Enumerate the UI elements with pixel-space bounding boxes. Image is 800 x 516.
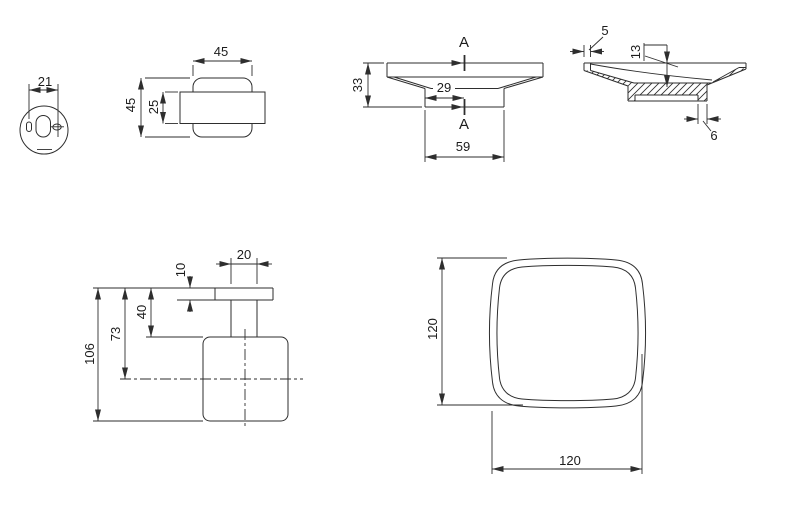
holder-top-outer bbox=[489, 257, 646, 409]
dim-overall-depth: 106 bbox=[82, 288, 101, 421]
flange-left-slot bbox=[26, 121, 32, 132]
dim-label-120-bottom: 120 bbox=[559, 453, 581, 468]
dim-wall-thickness: 6 bbox=[684, 104, 721, 143]
dim-holder-top-height: 120 bbox=[425, 257, 523, 406]
section-hatch-core bbox=[628, 83, 712, 101]
dim-holder-height: 33 bbox=[350, 62, 422, 108]
dim-plate-thickness: 10 bbox=[173, 263, 193, 312]
dim-label-45-left: 45 bbox=[123, 98, 138, 112]
dim-label-6: 6 bbox=[710, 128, 717, 143]
dim-bracket-width: 45 bbox=[192, 44, 253, 76]
section-label-a-bottom: A bbox=[459, 116, 469, 133]
view-bracket-top: 45 45 25 bbox=[123, 44, 266, 138]
section-mark-bottom: A bbox=[446, 99, 469, 133]
section-outline bbox=[583, 62, 747, 102]
dim-holder-top-width: 120 bbox=[491, 354, 643, 474]
dim-label-25: 25 bbox=[146, 100, 161, 114]
dim-label-13: 13 bbox=[628, 45, 643, 59]
flange-outline bbox=[19, 105, 69, 155]
dim-base-width: 59 bbox=[424, 110, 505, 162]
view-holder-top: 120 120 bbox=[425, 257, 646, 474]
dim-label-33: 33 bbox=[350, 78, 365, 92]
view-flange-front: 21 bbox=[19, 74, 69, 155]
view-holder-side: A A 33 29 59 bbox=[350, 34, 544, 162]
dim-label-120-left: 120 bbox=[425, 318, 440, 340]
dim-label-21: 21 bbox=[38, 74, 52, 89]
dim-bracket-height: 45 bbox=[123, 77, 190, 138]
dim-neck-offset: 29 bbox=[425, 80, 464, 101]
section-label-a-top: A bbox=[459, 34, 469, 51]
bracket-side-outline bbox=[93, 287, 289, 422]
dim-wall-to-holder-top: 40 bbox=[134, 288, 154, 337]
dim-label-45-top: 45 bbox=[214, 44, 228, 59]
flange-center-slot bbox=[35, 115, 51, 138]
dim-label-59: 59 bbox=[456, 139, 470, 154]
view-holder-section: 5 13 6 bbox=[570, 23, 747, 143]
dim-label-10: 10 bbox=[173, 263, 188, 277]
dim-stem-width: 20 bbox=[216, 247, 272, 284]
dim-label-106: 106 bbox=[82, 343, 97, 365]
dim-label-29: 29 bbox=[437, 80, 451, 95]
dim-bar-thickness: 25 bbox=[146, 91, 178, 124]
dim-hole-spacing: 21 bbox=[28, 74, 59, 137]
bracket-bar-outline bbox=[179, 91, 266, 124]
dim-label-5: 5 bbox=[601, 23, 608, 38]
dim-wall-to-center: 73 bbox=[108, 288, 128, 379]
bowl-back-edge bbox=[590, 63, 713, 81]
holder-top-inner bbox=[496, 264, 639, 402]
dim-label-40: 40 bbox=[134, 305, 149, 319]
dim-rim-thickness: 5 bbox=[570, 23, 609, 57]
dim-bowl-depth: 13 bbox=[628, 43, 679, 87]
dim-label-20: 20 bbox=[237, 247, 251, 262]
dim-label-73: 73 bbox=[108, 327, 123, 341]
view-bracket-side: 20 10 40 73 106 bbox=[82, 247, 303, 429]
section-mark-top: A bbox=[446, 34, 469, 71]
